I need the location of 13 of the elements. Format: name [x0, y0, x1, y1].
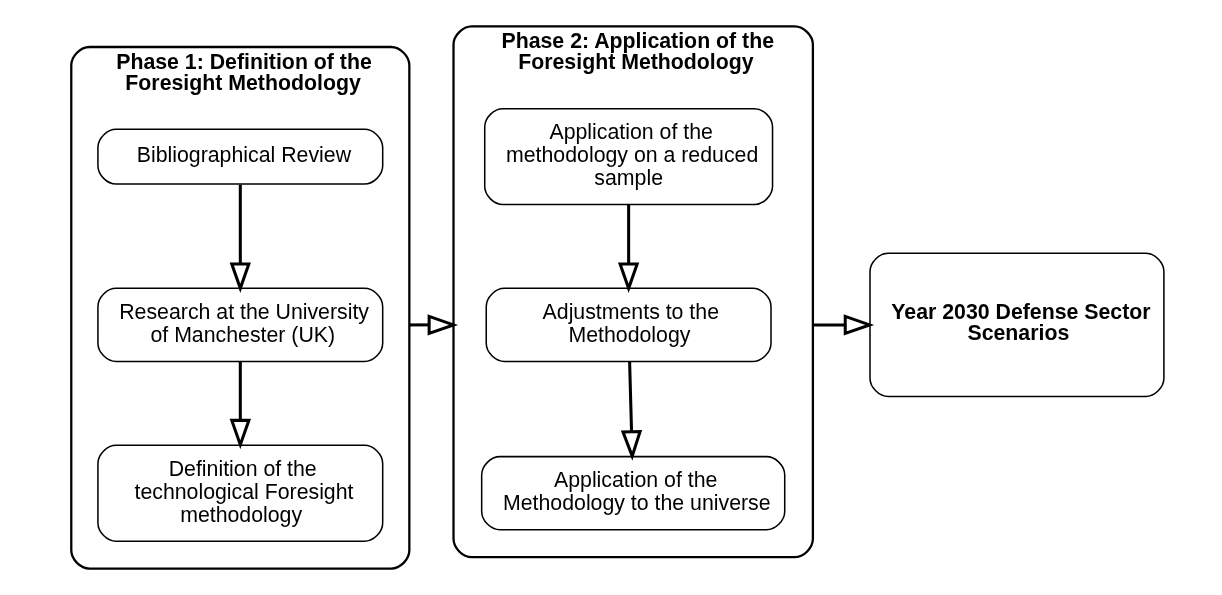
arrow — [229, 184, 251, 293]
node-box: Year 2030 Defense Sector Scenarios — [868, 252, 1165, 398]
node-box: Bibliographical Review — [96, 128, 383, 185]
node-box: Application of the methodology on a reduced sample — [483, 107, 773, 206]
arrow — [408, 314, 458, 336]
node-box: Application of the Methodology to the universe — [480, 455, 785, 531]
arrow — [620, 361, 642, 461]
arrow — [229, 361, 251, 450]
node-box: Adjustments to the Methodology — [485, 287, 772, 363]
node-box: Definition of the technological Foresight methodology — [96, 444, 383, 542]
node-box: Research at the University of Manchester (UK) — [96, 287, 383, 363]
arrow — [617, 204, 639, 293]
arrow — [812, 314, 874, 336]
